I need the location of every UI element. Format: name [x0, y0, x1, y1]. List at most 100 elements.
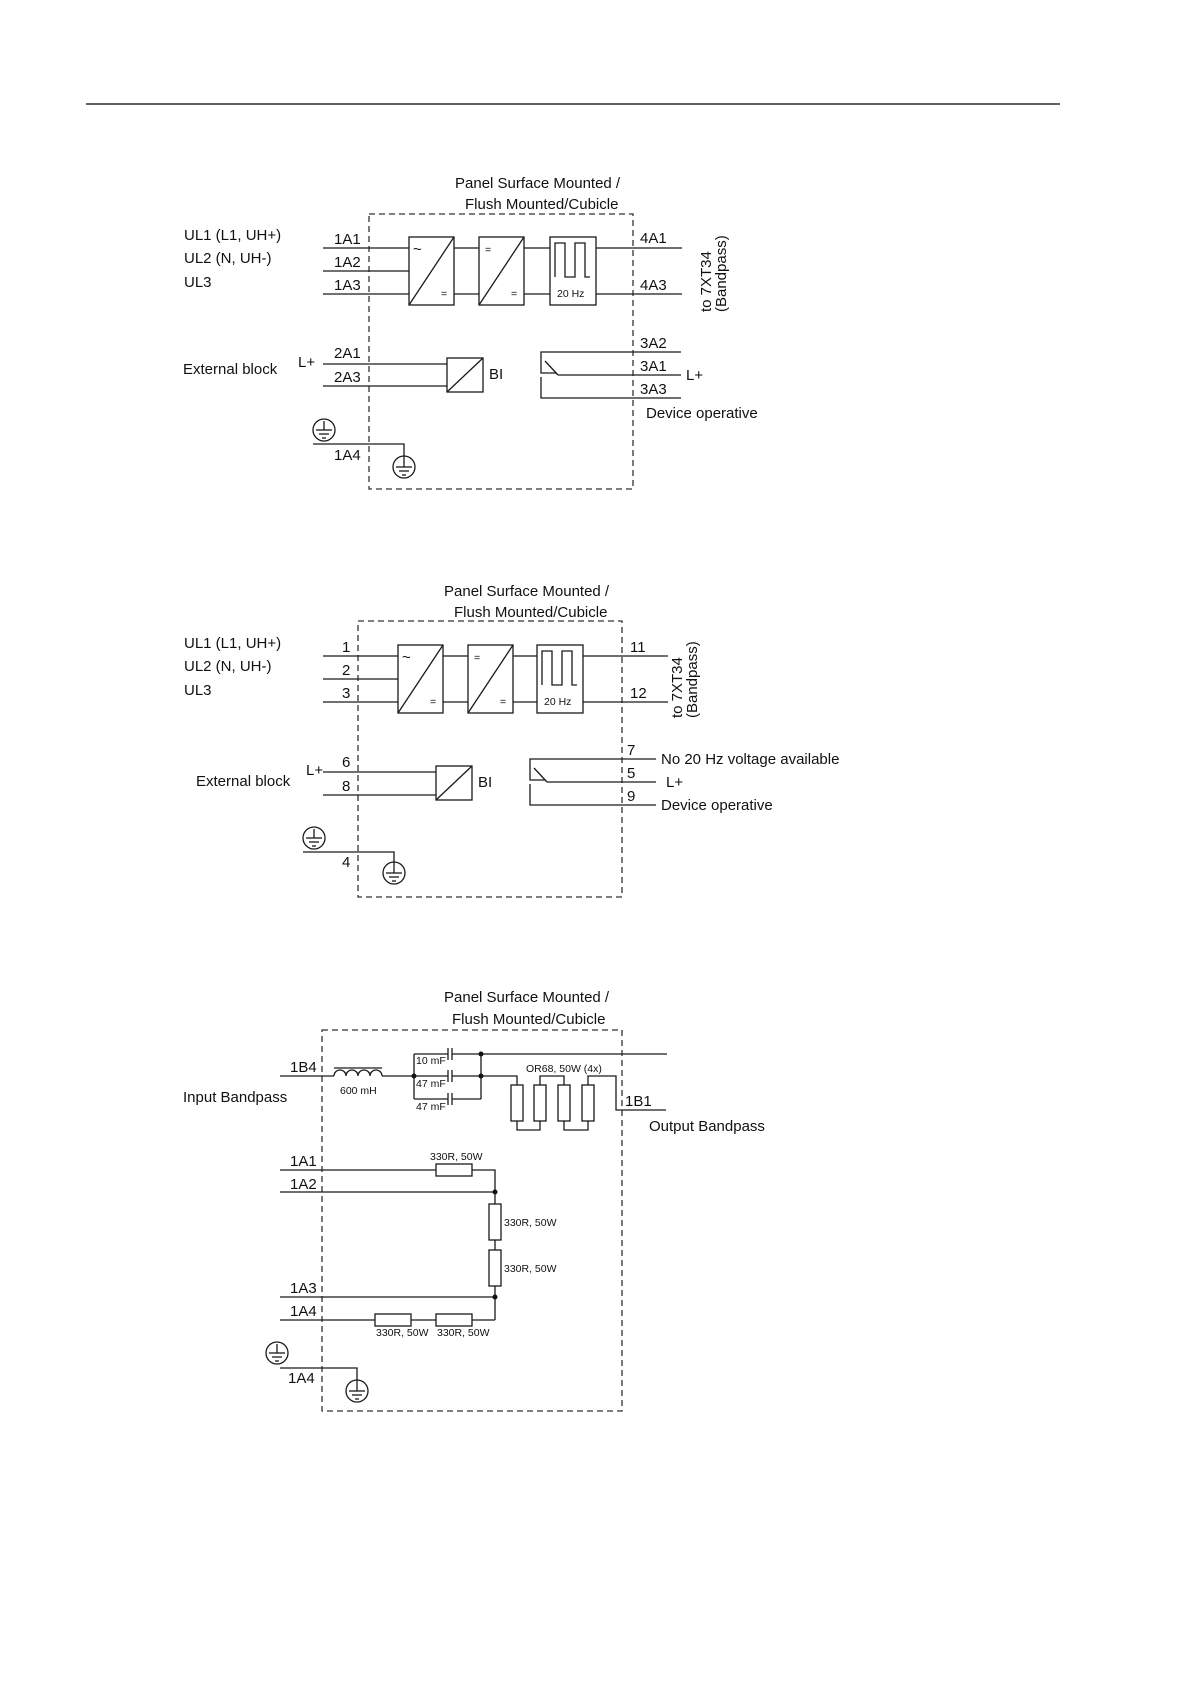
- d3-inductor: [333, 1069, 383, 1077]
- d3-resistor-bottom-a: 330R, 50W: [374, 1313, 429, 1339]
- d1-20hz-generator: 20 Hz: [549, 236, 597, 306]
- d1-dc-dc-converter: = =: [478, 236, 525, 306]
- d1-terminal-2a3: 2A3: [334, 369, 361, 386]
- d2-earth-wire: [303, 851, 395, 864]
- svg-text:330R, 50W: 330R, 50W: [437, 1327, 490, 1339]
- svg-text:~: ~: [413, 241, 422, 258]
- d3-earth-terminal-icon: [265, 1341, 289, 1365]
- svg-text:330R, 50W: 330R, 50W: [504, 1217, 557, 1229]
- d2-input-ul2: UL2 (N, UH-): [184, 658, 272, 675]
- d3-housing-boundary: [321, 1029, 623, 1412]
- d3-resistor-bank: OR68, 50W (4x): [481, 1063, 666, 1131]
- svg-text:BI: BI: [478, 774, 492, 791]
- d1-external-block: External block: [183, 361, 278, 378]
- d3-capacitor-47mf-a: 47 mF: [414, 1070, 481, 1090]
- d1-lplus-out: L+: [686, 367, 703, 384]
- d2-lplus-in: L+: [306, 762, 323, 779]
- d2-title-line1: Panel Surface Mounted /: [444, 583, 610, 600]
- d3-terminal-1a2: 1A2: [290, 1176, 317, 1193]
- svg-text:=: =: [511, 288, 517, 300]
- d1-terminal-4a1: 4A1: [640, 230, 667, 247]
- d1-terminal-4a3: 4A3: [640, 277, 667, 294]
- svg-text:=: =: [441, 288, 447, 300]
- svg-text:47 mF: 47 mF: [416, 1078, 446, 1090]
- d1-input-ul2: UL2 (N, UH-): [184, 250, 272, 267]
- d2-terminal-1: 1: [342, 639, 350, 656]
- d1-earth-terminal-icon: [312, 418, 336, 442]
- d3-output-bandpass: Output Bandpass: [649, 1118, 765, 1135]
- d2-terminal-8: 8: [342, 778, 350, 795]
- d3-input-bandpass: Input Bandpass: [183, 1089, 287, 1106]
- d2-earth-internal-icon: [382, 861, 406, 885]
- d2-terminal-9: 9: [627, 788, 635, 805]
- d2-lplus-out: L+: [666, 774, 683, 791]
- svg-text:OR68, 50W (4x): OR68, 50W (4x): [526, 1063, 602, 1075]
- svg-text:330R, 50W: 330R, 50W: [504, 1263, 557, 1275]
- d2-input-ul1: UL1 (L1, UH+): [184, 635, 281, 652]
- d3-earth-internal-icon: [345, 1379, 369, 1403]
- d1-terminal-1a2: 1A2: [334, 254, 361, 271]
- svg-text:20 Hz: 20 Hz: [544, 696, 571, 708]
- d3-terminal-1b4: 1B4: [290, 1059, 317, 1076]
- d2-terminal-7: 7: [627, 742, 635, 759]
- d1-terminal-1a3: 1A3: [334, 277, 361, 294]
- d3-earth-wire: [280, 1367, 358, 1382]
- d1-input-ul1: UL1 (L1, UH+): [184, 227, 281, 244]
- d2-terminal-4: 4: [342, 854, 350, 871]
- d2-binary-input: BI: [435, 765, 492, 801]
- d3-resistor-vertical-b: 330R, 50W: [488, 1249, 557, 1287]
- d2-terminal-11: 11: [630, 639, 646, 656]
- d3-title-line2: Flush Mounted/Cubicle: [452, 1011, 605, 1028]
- d2-bandpass-note: (Bandpass): [684, 641, 701, 718]
- svg-text:=: =: [430, 696, 436, 708]
- d2-external-block: External block: [196, 773, 291, 790]
- d2-ac-dc-converter: ~ =: [397, 644, 444, 714]
- d3-wire-r1-down: [472, 1169, 496, 1192]
- d3-terminal-1b1: 1B1: [625, 1093, 652, 1110]
- d3-resistor-1a1: 330R, 50W: [430, 1151, 483, 1177]
- d1-terminal-3a3: 3A3: [640, 381, 667, 398]
- d3-terminal-1a4-a: 1A4: [290, 1303, 317, 1320]
- d1-device-operative: Device operative: [646, 405, 758, 422]
- d2-title-line2: Flush Mounted/Cubicle: [454, 604, 607, 621]
- svg-text:~: ~: [402, 649, 411, 666]
- diagram-3: Panel Surface Mounted / Flush Mounted/Cu…: [183, 989, 765, 1412]
- d2-device-operative: Device operative: [661, 797, 773, 814]
- d2-to-7xt34: to 7XT34: [669, 657, 686, 718]
- svg-text:20 Hz: 20 Hz: [557, 288, 584, 300]
- d1-binary-input: BI: [446, 357, 503, 393]
- svg-text:BI: BI: [489, 366, 503, 383]
- d1-title-line1: Panel Surface Mounted /: [455, 175, 621, 192]
- d1-terminal-3a1: 3A1: [640, 358, 667, 375]
- d1-terminal-2a1: 2A1: [334, 345, 361, 362]
- svg-text:47 mF: 47 mF: [416, 1101, 446, 1113]
- diagram-2: Panel Surface Mounted / Flush Mounted/Cu…: [184, 583, 839, 898]
- d1-input-ul3: UL3: [184, 274, 212, 291]
- d2-terminal-12: 12: [630, 685, 647, 702]
- d2-status-relay: [529, 758, 656, 806]
- svg-text:330R, 50W: 330R, 50W: [376, 1327, 429, 1339]
- d2-terminal-2: 2: [342, 662, 350, 679]
- d3-resistor-vertical-a: 330R, 50W: [488, 1203, 557, 1241]
- d3-node-cap-top: [478, 1051, 484, 1057]
- d1-earth-wire: [313, 443, 405, 458]
- d2-input-ul3: UL3: [184, 682, 212, 699]
- d3-terminal-1a1: 1A1: [290, 1153, 317, 1170]
- diagram-1: Panel Surface Mounted / Flush Mounted/Cu…: [183, 175, 758, 490]
- d2-earth-terminal-icon: [302, 826, 326, 850]
- d2-dc-dc-converter: = =: [467, 644, 514, 714]
- d3-resistor-bottom-b: 330R, 50W: [435, 1313, 490, 1339]
- d3-node-1a3: [492, 1294, 498, 1300]
- d1-terminal-3a2: 3A2: [640, 335, 667, 352]
- d2-terminal-6: 6: [342, 754, 350, 771]
- d2-20hz-generator: 20 Hz: [536, 644, 584, 714]
- d1-ac-dc-converter: ~ =: [408, 236, 455, 306]
- svg-text:=: =: [474, 652, 480, 664]
- d1-lplus-in: L+: [298, 354, 315, 371]
- d3-capacitor-47mf-b: 47 mF: [414, 1093, 481, 1113]
- svg-text:330R, 50W: 330R, 50W: [430, 1151, 483, 1163]
- d3-inductor-label: 600 mH: [340, 1085, 377, 1097]
- d3-terminal-1a3: 1A3: [290, 1280, 317, 1297]
- d2-no-20hz-voltage: No 20 Hz voltage available: [661, 751, 839, 768]
